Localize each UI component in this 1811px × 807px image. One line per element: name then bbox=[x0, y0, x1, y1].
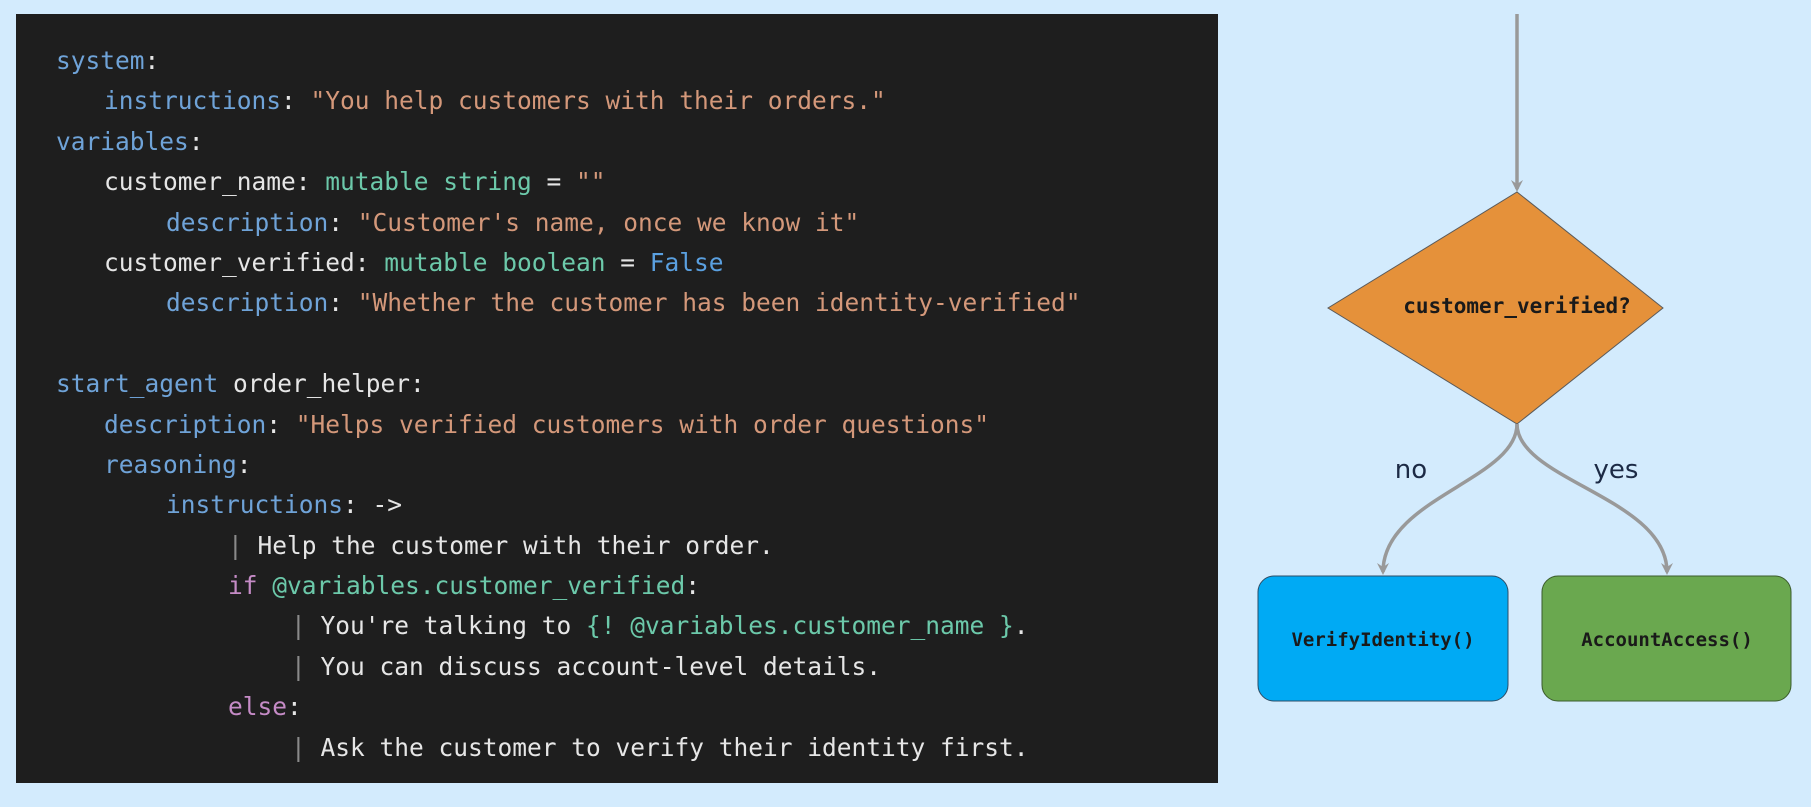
code-token: | bbox=[228, 530, 258, 560]
code-token: : bbox=[266, 409, 296, 439]
verify-identity-node: VerifyIdentity() bbox=[1257, 575, 1509, 702]
code-line: customer_name: mutable string = "" bbox=[16, 162, 1218, 202]
code-token: : bbox=[328, 288, 358, 318]
code-token: "" bbox=[576, 167, 606, 197]
code-line: instructions: "You help customers with t… bbox=[16, 81, 1218, 121]
code-line: customer_verified: mutable boolean = Fal… bbox=[16, 243, 1218, 283]
account-access-label: AccountAccess() bbox=[1581, 629, 1753, 651]
code-token: if bbox=[228, 571, 273, 601]
account-access-node: AccountAccess() bbox=[1541, 575, 1792, 702]
code-token: = bbox=[531, 167, 577, 197]
code-line: | You can discuss account-level details. bbox=[16, 647, 1218, 687]
edge-no bbox=[1377, 423, 1519, 575]
code-line: | You're talking to {! @variables.custom… bbox=[16, 606, 1218, 646]
code-token: instructions bbox=[166, 490, 344, 520]
code-token: variables bbox=[56, 126, 189, 156]
code-token: customer_name: bbox=[104, 167, 326, 197]
verify-identity-label: VerifyIdentity() bbox=[1291, 629, 1474, 651]
edge-label-yes: yes bbox=[1594, 455, 1639, 485]
code-token: | bbox=[291, 611, 321, 641]
code-token: {! @variables.customer_name } bbox=[586, 611, 1014, 641]
decision-node: customer_verified? bbox=[1327, 191, 1664, 425]
code-line: | Help the customer with their order. bbox=[16, 526, 1218, 566]
code-editor-panel: system:instructions: "You help customers… bbox=[16, 14, 1218, 783]
code-token: : bbox=[188, 126, 204, 156]
code-token: else bbox=[228, 692, 288, 722]
code-token: Help the customer with their order. bbox=[257, 530, 774, 560]
code-token: : bbox=[328, 207, 358, 237]
code-token: "You help customers with their orders." bbox=[310, 86, 886, 116]
code-token: instructions bbox=[104, 86, 282, 116]
account-access-box bbox=[1541, 575, 1792, 702]
code-line: variables: bbox=[16, 122, 1218, 162]
code-line: description: "Helps verified customers w… bbox=[16, 405, 1218, 445]
code-token: | bbox=[291, 732, 321, 762]
code-token: Ask the customer to verify their identit… bbox=[320, 732, 1029, 762]
code-token: : bbox=[236, 449, 252, 479]
code-token: description bbox=[166, 207, 329, 237]
code-token: order_helper: bbox=[218, 369, 425, 399]
decision-label: customer_verified? bbox=[1403, 294, 1631, 318]
code-token: reasoning bbox=[104, 449, 237, 479]
code-line: description: "Whether the customer has b… bbox=[16, 283, 1218, 323]
edge-yes bbox=[1515, 423, 1673, 575]
code-token: : bbox=[144, 46, 160, 75]
code-token: description bbox=[166, 288, 329, 318]
code-token: : -> bbox=[343, 490, 403, 520]
code-line: if @variables.customer_verified: bbox=[16, 566, 1218, 606]
code-token: : bbox=[685, 571, 701, 601]
code-token: mutable boolean bbox=[384, 247, 606, 277]
verify-identity-box bbox=[1257, 575, 1509, 702]
code-token: "Customer's name, once we know it" bbox=[357, 207, 860, 237]
code-line: system: bbox=[16, 41, 1218, 81]
code-token: "Helps verified customers with order que… bbox=[295, 409, 990, 439]
code-token: | bbox=[291, 651, 321, 681]
code-token: description bbox=[104, 409, 267, 439]
code-token: @variables.customer_verified bbox=[272, 571, 686, 601]
code-token: You can discuss account-level details. bbox=[320, 651, 882, 681]
code-token: "Whether the customer has been identity-… bbox=[357, 288, 1081, 318]
code-token: : bbox=[281, 86, 311, 116]
code-line: reasoning: bbox=[16, 445, 1218, 485]
edge-label-no: no bbox=[1395, 455, 1427, 485]
code-token: start_agent bbox=[56, 369, 219, 399]
code-token: : bbox=[287, 692, 302, 722]
code-token: False bbox=[649, 247, 724, 277]
code-line: description: "Customer's name, once we k… bbox=[16, 203, 1218, 243]
code-line: instructions: -> bbox=[16, 485, 1218, 525]
code-line: else: bbox=[16, 687, 1218, 727]
code-token: You're talking to bbox=[320, 611, 587, 641]
code-token: . bbox=[1013, 611, 1029, 641]
code-token: mutable string bbox=[325, 167, 532, 197]
code-line: | Ask the customer to verify their ident… bbox=[16, 728, 1218, 768]
code-token: = bbox=[605, 247, 650, 277]
code-token: customer_verified: bbox=[104, 247, 385, 277]
code-token: system bbox=[56, 46, 145, 75]
code-line: start_agent order_helper: bbox=[16, 364, 1218, 404]
